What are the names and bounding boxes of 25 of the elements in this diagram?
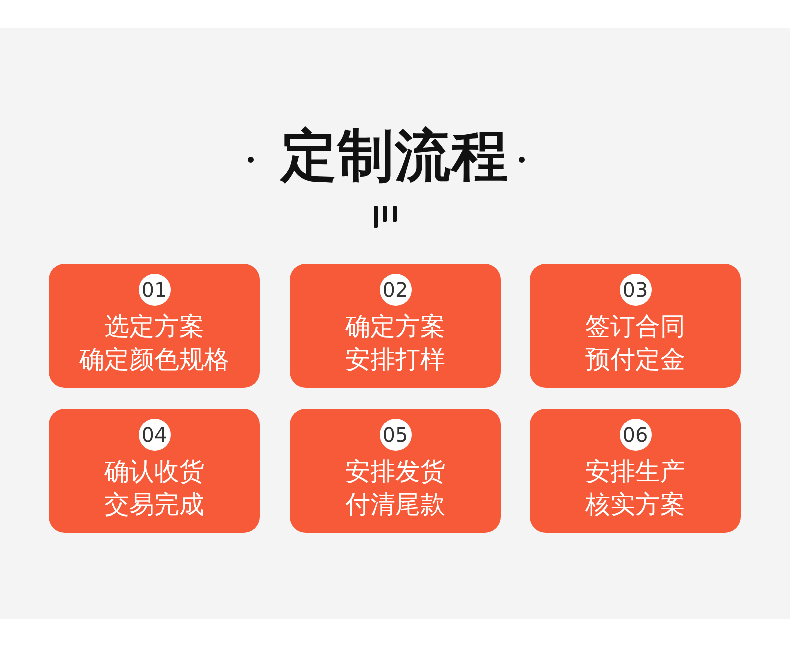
step-number-badge: 01 bbox=[138, 274, 170, 306]
step-card bbox=[530, 409, 741, 533]
step-number-badge: 06 bbox=[620, 419, 652, 451]
step-card bbox=[49, 264, 260, 388]
step-text: 确认收货 bbox=[104, 456, 204, 488]
step-text: 付清尾款 bbox=[346, 489, 446, 521]
step-card bbox=[530, 264, 741, 388]
title: 定制流程 bbox=[281, 124, 509, 190]
step-number-badge: 03 bbox=[620, 274, 652, 306]
step-text: 预付定金 bbox=[586, 344, 686, 376]
step-text: 安排生产 bbox=[586, 456, 686, 488]
step-text: 选定方案 bbox=[104, 311, 204, 343]
step-text: 核实方案 bbox=[586, 489, 686, 521]
step-number-badge: 04 bbox=[138, 419, 170, 451]
step-card bbox=[290, 409, 501, 533]
step-number-badge: 02 bbox=[380, 274, 412, 306]
step-card bbox=[290, 264, 501, 388]
step-card bbox=[49, 409, 260, 533]
step-text: 确定方案 bbox=[346, 311, 446, 343]
step-text: 签订合同 bbox=[586, 311, 686, 343]
step-number-badge: 05 bbox=[380, 419, 412, 451]
step-text: 安排发货 bbox=[346, 456, 446, 488]
step-text: 确定颜色规格 bbox=[80, 344, 230, 376]
step-text: 交易完成 bbox=[104, 489, 204, 521]
step-text: 安排打样 bbox=[346, 344, 446, 376]
